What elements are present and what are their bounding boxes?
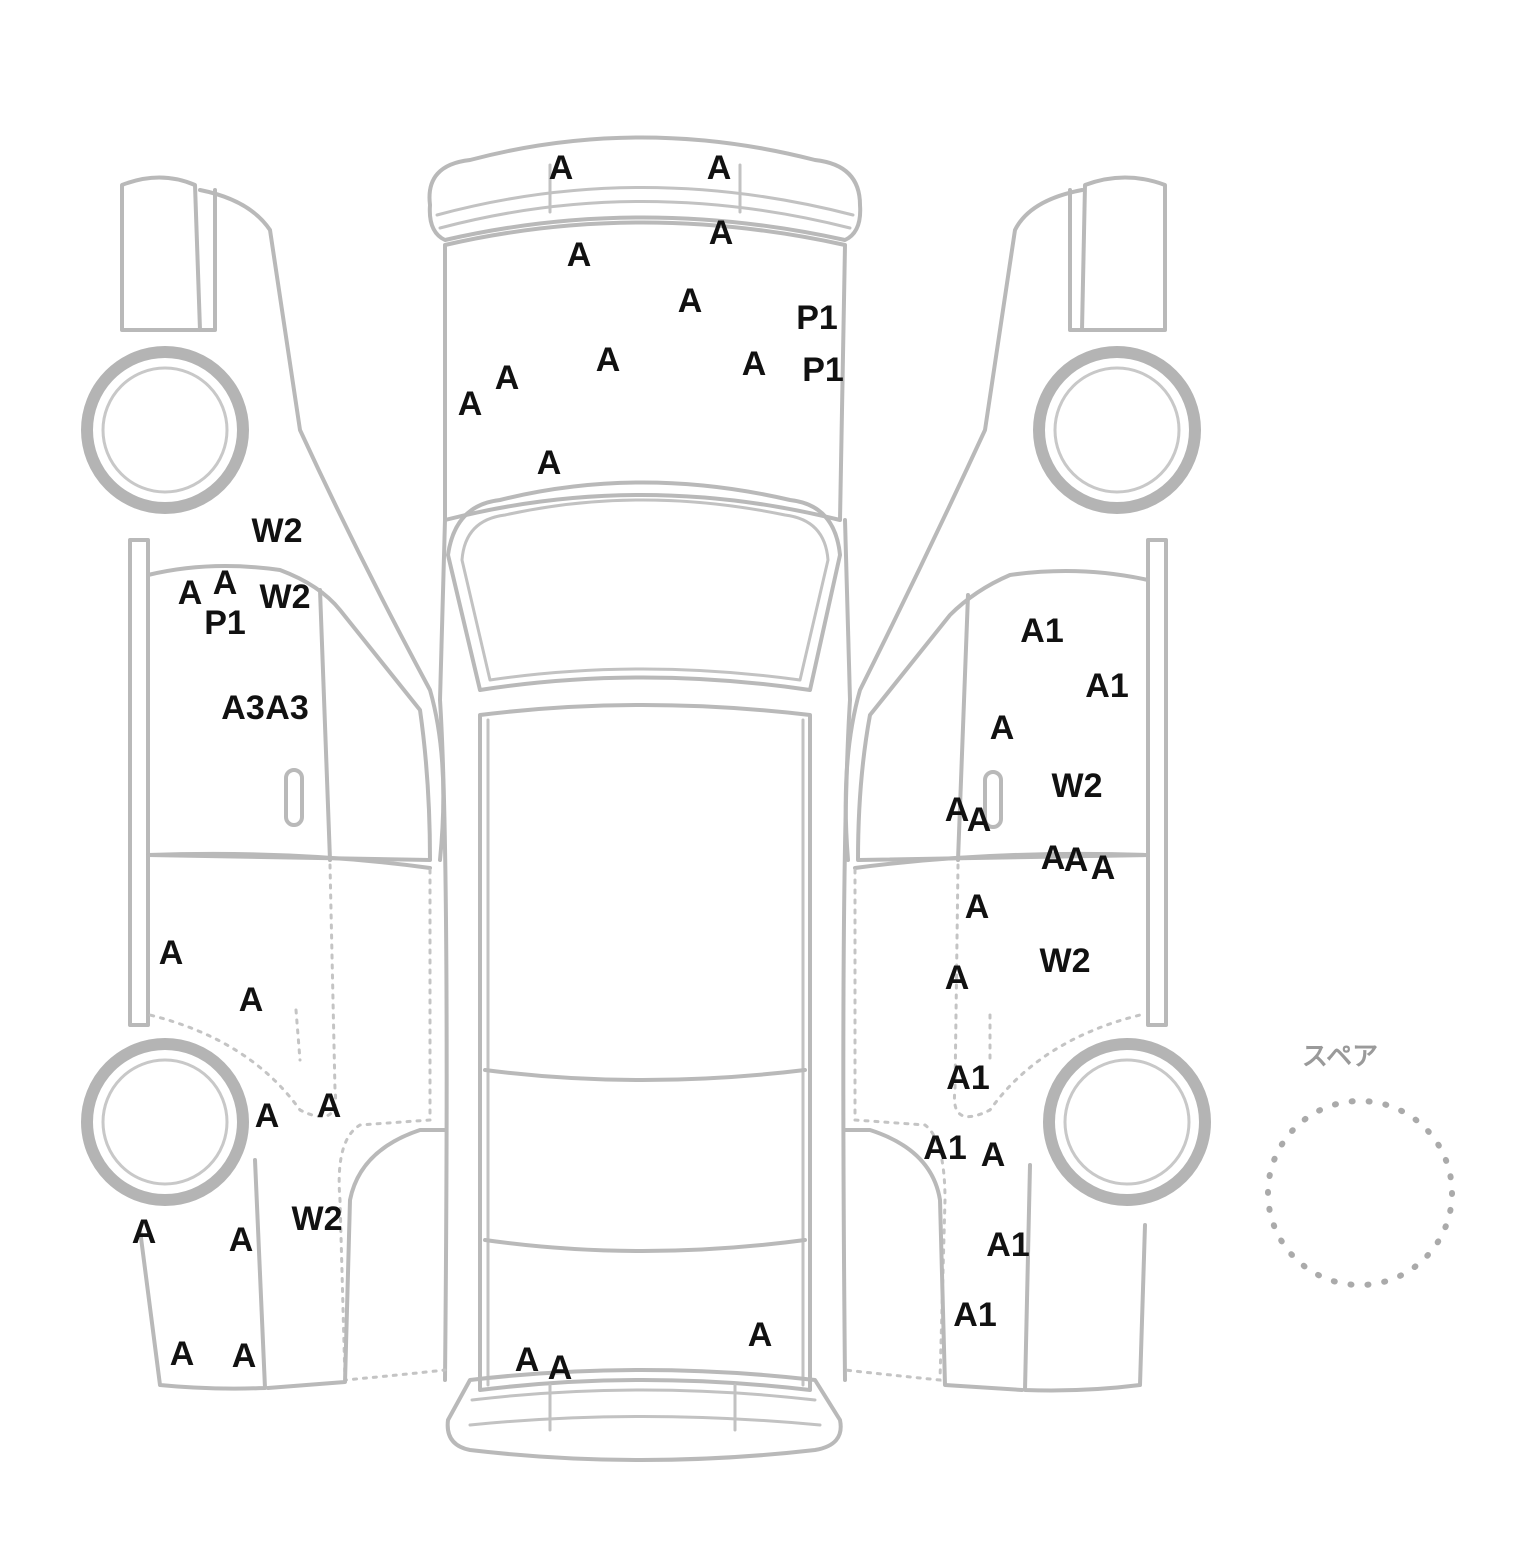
damage-mark: A bbox=[1091, 849, 1116, 887]
front-bumper bbox=[427, 135, 863, 242]
spare-tire-circle bbox=[1265, 1098, 1455, 1288]
damage-mark: W2 bbox=[1052, 767, 1103, 805]
damage-mark: A bbox=[945, 791, 970, 829]
damage-mark: A bbox=[1064, 841, 1089, 879]
spare-tire: スペア bbox=[1265, 1042, 1455, 1288]
left-door-handle bbox=[284, 768, 304, 827]
damage-mark: A bbox=[965, 888, 990, 926]
damage-mark: A bbox=[678, 282, 703, 320]
damage-mark: W2 bbox=[292, 1200, 343, 1238]
damage-mark: A1 bbox=[986, 1226, 1029, 1264]
right-door-handle bbox=[983, 770, 1003, 829]
damage-mark: A bbox=[548, 1349, 573, 1387]
damage-mark: A bbox=[232, 1337, 257, 1375]
right-front-door bbox=[856, 569, 1150, 862]
damage-mark: A bbox=[967, 801, 992, 839]
damage-mark: A1 bbox=[1085, 667, 1128, 705]
right-front-fender bbox=[1080, 175, 1167, 332]
car-left-side bbox=[120, 175, 447, 1391]
damage-mark: A3 bbox=[265, 689, 308, 727]
damage-mark: A bbox=[239, 981, 264, 1019]
damage-mark: A bbox=[317, 1087, 342, 1125]
damage-mark: A bbox=[709, 214, 734, 252]
wheels bbox=[81, 346, 1211, 1206]
damage-mark: W2 bbox=[252, 512, 303, 550]
roof bbox=[478, 703, 812, 1392]
damage-mark: A bbox=[945, 959, 970, 997]
car-right-side bbox=[843, 175, 1168, 1393]
damage-mark: P1 bbox=[796, 299, 838, 337]
damage-mark: A bbox=[178, 574, 203, 612]
damage-mark: A1 bbox=[946, 1059, 989, 1097]
damage-mark: A bbox=[742, 345, 767, 383]
damage-mark: A bbox=[596, 341, 621, 379]
damage-mark: A bbox=[537, 444, 562, 482]
left-front-fender bbox=[120, 175, 202, 332]
damage-mark: P1 bbox=[204, 604, 246, 642]
damage-mark: A1 bbox=[1020, 612, 1063, 650]
damage-mark: A3 bbox=[221, 689, 264, 727]
left-front-door bbox=[146, 564, 432, 862]
windshield bbox=[446, 480, 842, 692]
right-rear-quarter bbox=[1023, 1163, 1147, 1393]
damage-mark: A bbox=[458, 385, 483, 423]
damage-mark: A bbox=[990, 709, 1015, 747]
damage-mark: P1 bbox=[802, 351, 844, 389]
damage-mark: A bbox=[170, 1335, 195, 1373]
damage-mark: W2 bbox=[260, 578, 311, 616]
damage-mark: A bbox=[549, 149, 574, 187]
damage-mark: A bbox=[229, 1221, 254, 1259]
damage-mark: A bbox=[255, 1097, 280, 1135]
damage-mark: A bbox=[707, 149, 732, 187]
spare-label: スペア bbox=[1302, 1042, 1378, 1072]
damage-mark: A bbox=[515, 1341, 540, 1379]
damage-mark: A bbox=[495, 359, 520, 397]
damage-mark: A bbox=[748, 1316, 773, 1354]
damage-mark: A bbox=[567, 236, 592, 274]
rear-bumper bbox=[445, 1368, 843, 1462]
damage-mark: A1 bbox=[923, 1129, 966, 1167]
car-top-view bbox=[427, 135, 863, 1462]
damage-mark: A bbox=[132, 1213, 157, 1251]
damage-mark: W2 bbox=[1040, 942, 1091, 980]
damage-mark: A bbox=[1041, 839, 1066, 877]
damage-mark: A bbox=[159, 934, 184, 972]
hood bbox=[443, 220, 847, 522]
damage-mark: A1 bbox=[953, 1296, 996, 1334]
left-rear-quarter bbox=[138, 1158, 267, 1391]
damage-mark: A bbox=[213, 564, 238, 602]
damage-mark: A bbox=[981, 1136, 1006, 1174]
